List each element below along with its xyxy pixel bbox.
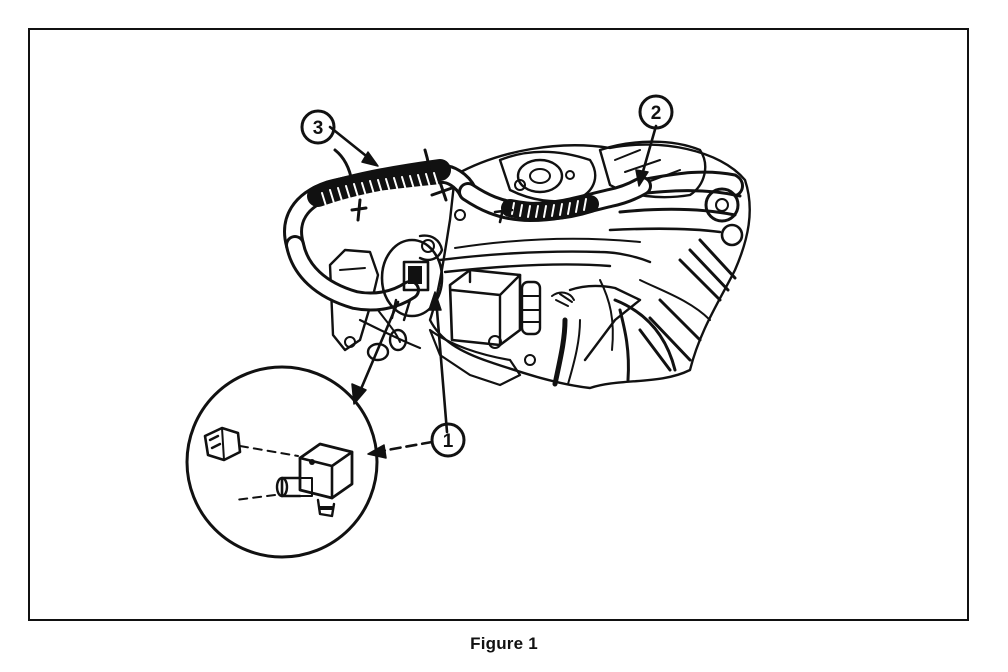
leader-lines	[328, 124, 658, 459]
callout-1-label: 1	[443, 431, 454, 452]
figure-caption: Figure 1	[470, 634, 538, 653]
callout-3	[300, 109, 336, 145]
callout-2	[638, 94, 674, 130]
figure-border	[28, 28, 969, 621]
callout-1	[430, 422, 466, 458]
heater-hose	[283, 148, 652, 312]
relay-box	[448, 268, 575, 347]
switch-mounted	[366, 234, 444, 362]
detail-view	[185, 365, 379, 559]
callout-3-label: 3	[313, 118, 324, 139]
callout-2-label: 2	[651, 103, 662, 124]
engine-block	[428, 140, 751, 390]
